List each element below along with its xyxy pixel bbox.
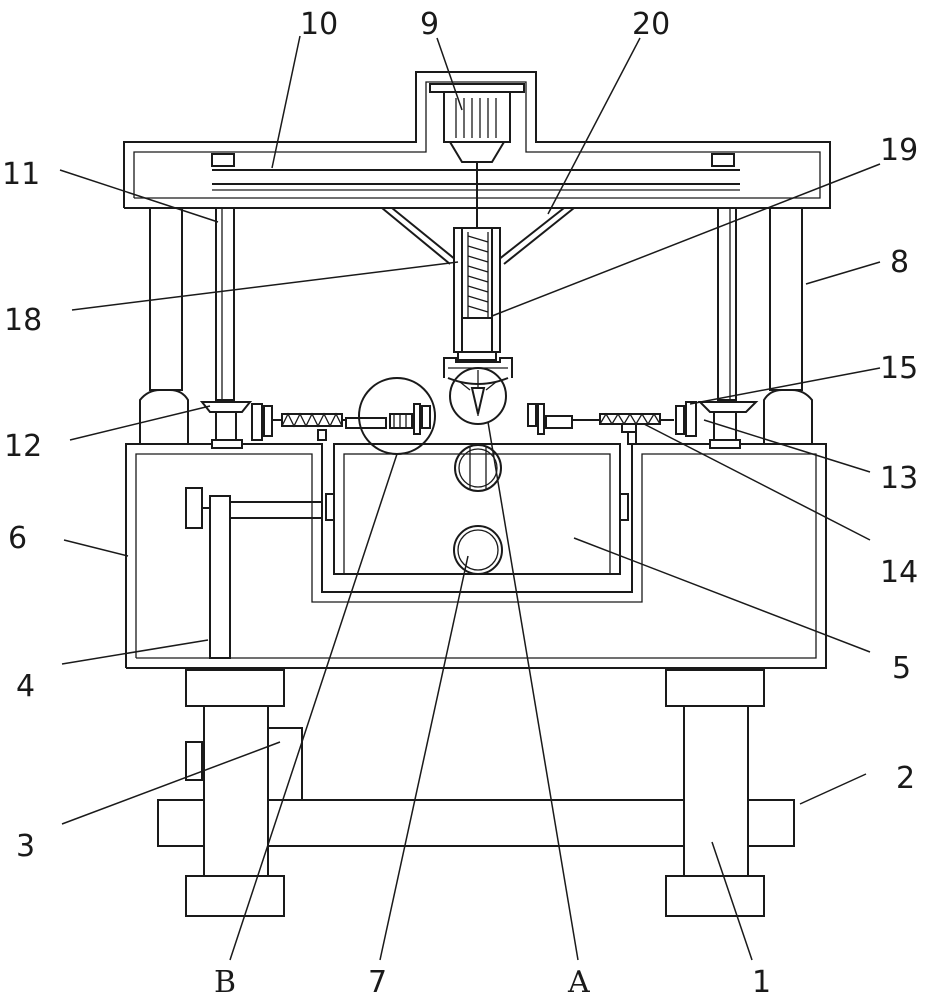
label-b: B bbox=[214, 965, 236, 1000]
label-5: 5 bbox=[892, 651, 911, 686]
right-clamp-assembly bbox=[527, 401, 759, 449]
spindle-sleeve bbox=[453, 227, 501, 361]
label-a: A bbox=[567, 965, 590, 1000]
label-6: 6 bbox=[8, 521, 27, 556]
lifting-column bbox=[185, 487, 322, 659]
label-2: 2 bbox=[896, 761, 915, 796]
left-clamp-assembly bbox=[199, 401, 431, 449]
label-20: 20 bbox=[632, 7, 670, 42]
top-motor bbox=[429, 83, 525, 230]
connecting-rods bbox=[381, 207, 575, 265]
rod-pieces bbox=[453, 444, 503, 575]
label-14: 14 bbox=[880, 555, 918, 590]
label-10: 10 bbox=[300, 7, 338, 42]
label-18: 18 bbox=[4, 303, 42, 338]
label-19: 19 bbox=[880, 133, 918, 168]
side-columns bbox=[139, 207, 813, 445]
right-leg bbox=[665, 669, 765, 917]
main-housing bbox=[125, 443, 827, 669]
label-7: 7 bbox=[368, 965, 387, 1000]
label-13: 13 bbox=[880, 461, 918, 496]
tool-head bbox=[443, 357, 513, 425]
label-15: 15 bbox=[880, 351, 918, 386]
label-1: 1 bbox=[752, 965, 771, 1000]
label-8: 8 bbox=[890, 245, 909, 280]
label-11: 11 bbox=[2, 157, 40, 192]
leader-lines bbox=[59, 35, 881, 961]
label-group: 10 9 20 11 19 18 8 12 15 13 14 6 5 4 2 3… bbox=[2, 7, 918, 1000]
guide-rods bbox=[215, 207, 737, 401]
left-leg bbox=[185, 669, 303, 917]
label-12: 12 bbox=[4, 429, 42, 464]
label-3: 3 bbox=[16, 829, 35, 864]
label-4: 4 bbox=[16, 669, 35, 704]
label-9: 9 bbox=[420, 7, 439, 42]
inner-tank bbox=[325, 443, 629, 575]
